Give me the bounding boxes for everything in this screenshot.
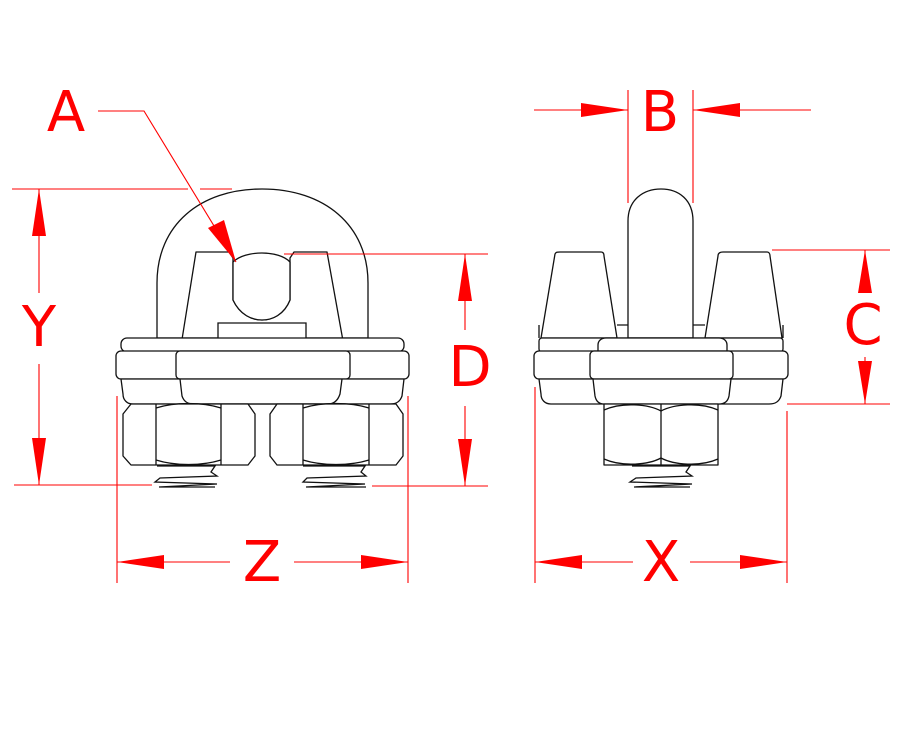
center-collar-band bbox=[589, 350, 734, 380]
label-B: B bbox=[640, 80, 680, 145]
front-view bbox=[115, 188, 410, 488]
wing-ledge bbox=[538, 324, 784, 338]
middle-band-inner bbox=[175, 350, 351, 380]
dimension-Y bbox=[12, 188, 232, 486]
side-thread bbox=[627, 465, 695, 488]
thread-left bbox=[153, 465, 220, 488]
label-Y: Y bbox=[21, 295, 57, 360]
center-collar bbox=[597, 337, 728, 352]
label-A: A bbox=[46, 80, 86, 145]
top-plate bbox=[120, 337, 405, 353]
label-X: X bbox=[641, 530, 681, 595]
hex-nut-right bbox=[269, 402, 404, 466]
base-inner bbox=[179, 378, 343, 405]
u-bolt-leg bbox=[627, 188, 694, 339]
dimension-D bbox=[284, 253, 488, 487]
saddle-wing-right bbox=[704, 251, 783, 339]
side-hex-nut bbox=[603, 403, 719, 466]
u-bolt bbox=[156, 188, 369, 339]
hex-nut-left bbox=[122, 402, 256, 466]
wire-rope-section bbox=[232, 252, 291, 321]
label-C: C bbox=[843, 293, 883, 358]
label-D: D bbox=[448, 335, 492, 400]
dimension-A bbox=[98, 110, 237, 263]
dimension-B bbox=[534, 90, 811, 203]
thread-right bbox=[301, 465, 368, 488]
saddle-wing-left bbox=[540, 251, 618, 339]
label-Z: Z bbox=[242, 530, 282, 595]
center-collar-base bbox=[592, 378, 732, 405]
side-view bbox=[533, 188, 789, 488]
base bbox=[120, 378, 405, 405]
dimension-Z bbox=[116, 396, 409, 583]
dimension-C bbox=[772, 249, 890, 405]
dimension-X bbox=[534, 387, 788, 583]
